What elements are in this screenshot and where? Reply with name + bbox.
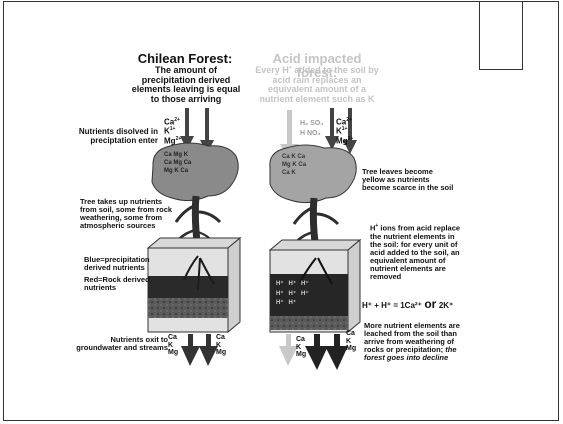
left-subtitle: The amount of precipitation derived elem…	[128, 66, 244, 105]
left-soil-box	[148, 238, 240, 332]
label-red-nutrients: Red=Rock derived nutrients	[84, 276, 152, 292]
left-canopy-ions: Ca Mg K Ca Mg Ca Mg K Ca	[164, 152, 228, 175]
soil-hplus-ions: H⁺ H⁺ H⁺ H⁺ H⁺ H⁺ H⁺ H⁺	[276, 280, 346, 309]
label-precip-enter: Nutrients disolved in preciptation enter	[64, 128, 158, 145]
label-leaves-yellow: Tree leaves become yellow as nutrients b…	[362, 168, 456, 192]
label-hplus-replace: H+ ions from acid replace the nutrient e…	[370, 224, 466, 281]
right-subtitle: Every H+ added to the soil by acid rain …	[252, 66, 382, 105]
label-leaching: More nutrient elements are leached from …	[364, 322, 460, 362]
exchange-equation: H⁺ + H⁺ = 1Ca²⁺ or 2K⁺	[362, 298, 468, 311]
right-acid-formulas: H₂ SO₄ H NO₃	[300, 120, 330, 137]
label-blue-nutrients: Blue=precipitation derived nutrients	[84, 256, 152, 272]
label-tree-uptake: Tree takes up nutrients from soil, some …	[80, 198, 178, 230]
label-nutrients-exit: Nutrients oxit to groundwater and stream…	[66, 336, 168, 352]
right-precip-ions: Ca2+ K1+ Mg2+	[336, 118, 370, 146]
right-canopy-ions: Ca K Ca Mg K Ca Ca K	[282, 154, 346, 177]
left-precip-ions: Ca2+ K1+ Mg2+	[164, 118, 198, 146]
left-title: Chilean Forest:	[130, 52, 240, 66]
